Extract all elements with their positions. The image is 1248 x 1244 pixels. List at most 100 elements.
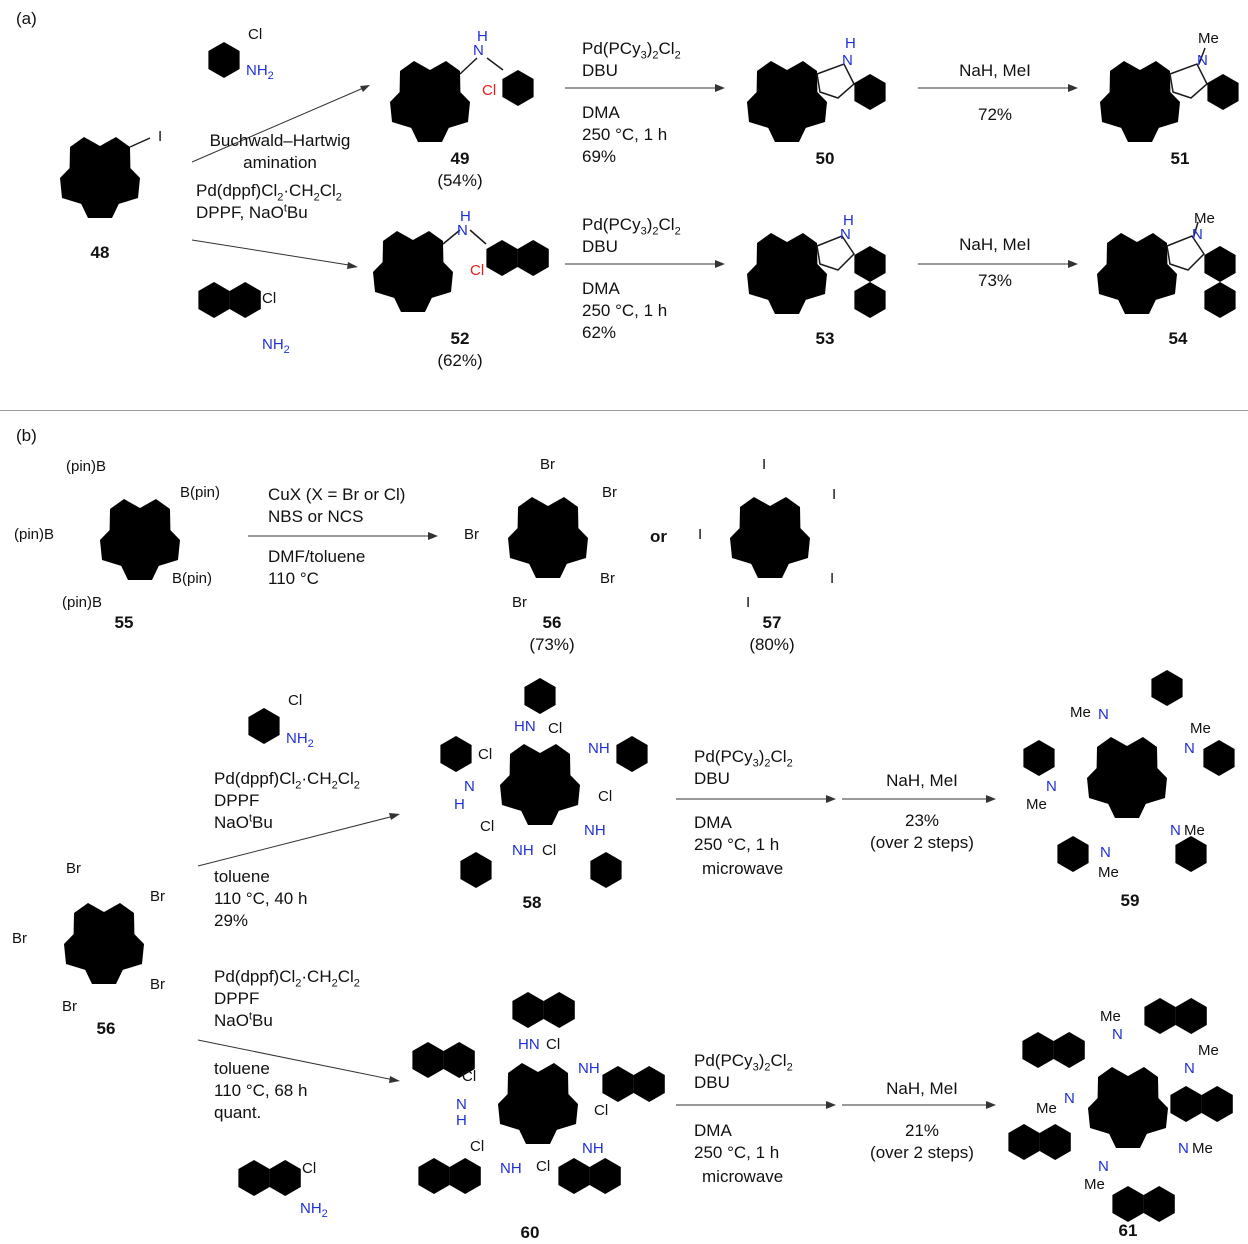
c51-n-label: N	[1197, 52, 1208, 69]
compound-48-label: 48	[90, 243, 110, 262]
c61-n-4: N	[1178, 1140, 1189, 1157]
c55-bpin-1: (pin)B	[66, 458, 107, 475]
c59-n-2: N	[1184, 740, 1195, 757]
compound-52-yield: (62%)	[437, 351, 483, 370]
c55-bpin-4: B(pin)	[172, 570, 213, 587]
c61-n-3: N	[1064, 1090, 1075, 1107]
c50-cond-5: 69%	[582, 147, 617, 166]
c49-cl-label: Cl	[482, 82, 497, 99]
c61-me-2: Me	[1198, 1042, 1219, 1059]
cyc-bot-4: 250 °C, 1 h	[694, 1143, 780, 1162]
c56b-br-1: Br	[66, 860, 81, 877]
compound-48-structure	[60, 137, 151, 218]
top-cond-1: toluene	[214, 867, 270, 886]
compound-54-label: 54	[1168, 329, 1188, 348]
c60-cl-4: Cl	[470, 1138, 485, 1155]
buchwald-line1: Buchwald–Hartwig	[209, 131, 351, 150]
compound-56-structure	[508, 497, 588, 578]
c52-n-label: N	[457, 222, 468, 239]
c61-me-3: Me	[1036, 1100, 1057, 1117]
bot-naph-nh2: NH2	[300, 1200, 328, 1220]
c59-n-5: N	[1100, 844, 1111, 861]
c55-bpin-5: (pin)B	[62, 594, 103, 611]
compound-59-label: 59	[1120, 891, 1140, 910]
c59-me-1: Me	[1070, 704, 1091, 721]
cyc-bot-5: microwave	[702, 1167, 784, 1186]
compound-56-label: 56	[542, 613, 562, 632]
cyc-top-5: microwave	[702, 859, 784, 878]
c60-cl-2: Cl	[462, 1068, 477, 1085]
compound-49-structure	[390, 57, 534, 142]
bot-cond-2: 110 °C, 68 h	[214, 1081, 308, 1100]
c53-h-label: H	[843, 212, 854, 229]
c57-i-1: I	[762, 456, 767, 473]
c51-cond-2: 72%	[977, 105, 1013, 124]
compound-53-structure	[747, 233, 886, 318]
c56b-br-3: Br	[12, 930, 27, 947]
c58-cl-3: Cl	[598, 788, 613, 805]
c56-br-3: Br	[464, 526, 479, 543]
catalyst-line1: Pd(dppf)Cl2·CH2Cl2	[196, 181, 342, 204]
c61-n-1: N	[1112, 1026, 1123, 1043]
arrow-52-53	[565, 260, 725, 268]
c57-i-3: I	[698, 526, 703, 543]
iodo-label: I	[158, 128, 163, 145]
c60-cl-1: Cl	[546, 1036, 561, 1053]
arrow-49-50	[565, 84, 725, 92]
me-bot-1: NaH, MeI	[886, 1079, 958, 1098]
c54-cond-1: NaH, MeI	[959, 235, 1031, 254]
compound-57-label: 57	[762, 613, 782, 632]
top-cond-2: 110 °C, 40 h	[214, 889, 308, 908]
naph-cl-label: Cl	[262, 290, 277, 307]
top-aniline-nh2: NH2	[286, 730, 314, 750]
c50-cond-3: DMA	[582, 103, 620, 122]
c53-cond-4: 250 °C, 1 h	[582, 301, 668, 320]
c56b-br-4: Br	[150, 976, 165, 993]
c60-h-1: H	[456, 1112, 467, 1129]
cyc-top-2: DBU	[694, 769, 730, 788]
compound-52-label: 52	[450, 329, 470, 348]
compound-52-structure	[373, 229, 549, 312]
arrow-55-56	[248, 532, 438, 540]
compound-51-structure	[1100, 47, 1239, 142]
or-text: or	[650, 527, 667, 546]
c58-hn-1: HN	[514, 718, 536, 735]
compound-53-label: 53	[815, 329, 835, 348]
c52-h-label: H	[460, 208, 471, 225]
c55-bpin-3: (pin)B	[14, 526, 55, 543]
buchwald-line2: amination	[243, 153, 317, 172]
c51-cond-1: NaH, MeI	[959, 61, 1031, 80]
compound-56-yield: (73%)	[529, 635, 575, 654]
bot-cat-1: Pd(dppf)Cl2·CH2Cl2	[214, 967, 360, 990]
c59-me-5: Me	[1098, 864, 1119, 881]
top-cat-2: DPPF	[214, 791, 260, 810]
me-bot-3: (over 2 steps)	[870, 1143, 974, 1162]
c58-cl-4: Cl	[480, 818, 495, 835]
compound-51-label: 51	[1170, 149, 1190, 168]
c60-hn-1: HN	[518, 1036, 540, 1053]
c57-i-5: I	[746, 594, 751, 611]
c58-nh-3: NH	[512, 842, 534, 859]
cyc-bot-3: DMA	[694, 1121, 732, 1140]
cyc-bot-1: Pd(PCy3)2Cl2	[694, 1051, 793, 1074]
c60-cl-3: Cl	[594, 1102, 609, 1119]
compound-60-structure	[412, 992, 665, 1194]
c49-h-label: H	[477, 28, 488, 45]
c59-me-2: Me	[1190, 720, 1211, 737]
c56-br-4: Br	[600, 570, 615, 587]
c60-nh-2: N	[456, 1096, 467, 1113]
c53-cond-1: Pd(PCy3)2Cl2	[582, 215, 681, 238]
c60-cl-5: Cl	[536, 1158, 551, 1175]
c58-nh-1: NH	[588, 740, 610, 757]
bot-naph-cl: Cl	[302, 1160, 317, 1177]
compound-50-structure	[747, 61, 886, 142]
me-top-2: 23%	[904, 811, 940, 830]
c59-n-4: N	[1170, 822, 1181, 839]
c58-n-1: N	[464, 778, 475, 795]
c54-n-label: N	[1192, 226, 1203, 243]
c53-cond-2: DBU	[582, 237, 618, 256]
cyc-top-1: Pd(PCy3)2Cl2	[694, 747, 793, 770]
compound-58-structure	[440, 678, 648, 888]
c59-n-1: N	[1098, 706, 1109, 723]
bot-cat-3: NaOtBu	[214, 1010, 273, 1030]
